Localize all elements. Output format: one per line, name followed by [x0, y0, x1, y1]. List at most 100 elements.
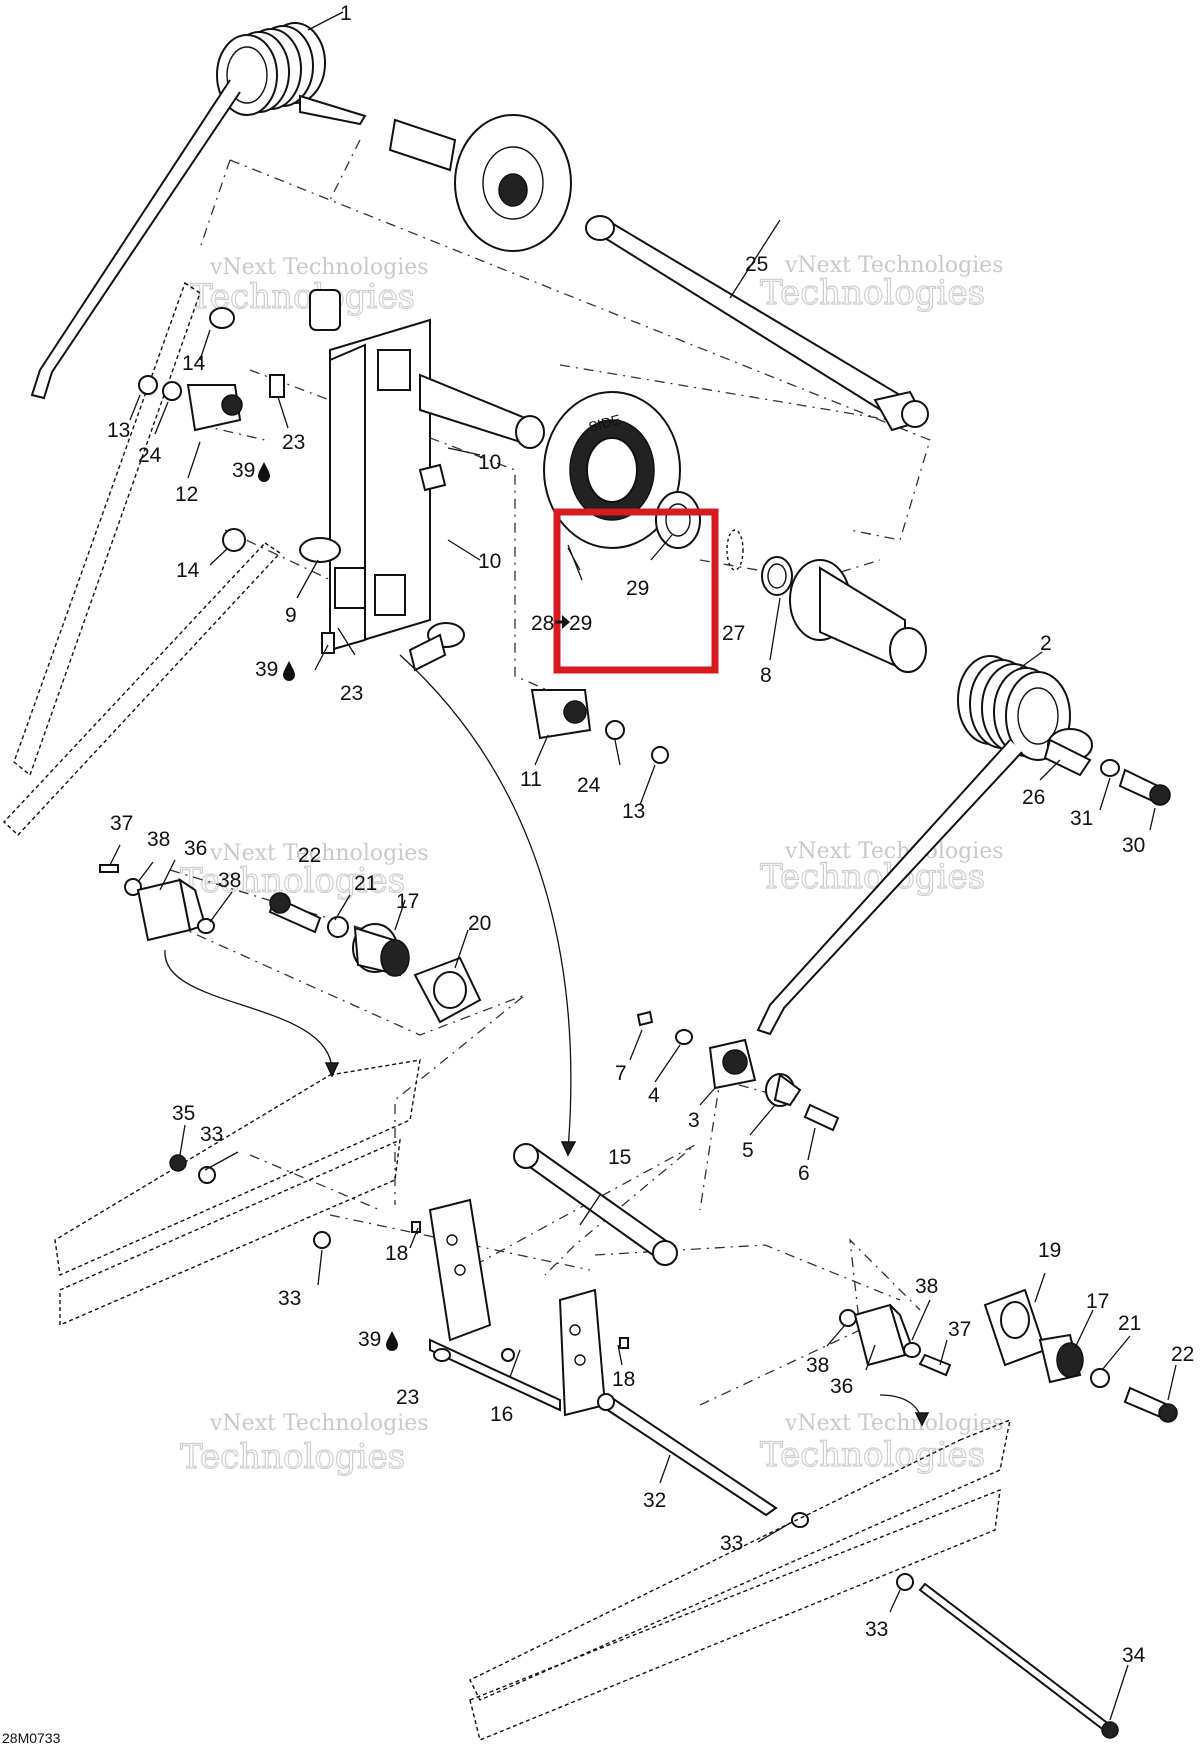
- watermark-text: vNext Technologies: [209, 1411, 429, 1436]
- cam-3-set: [636, 1010, 840, 1132]
- ring-27: [761, 556, 793, 596]
- callout-31: 31: [1070, 807, 1093, 830]
- callout-13-left: 13: [107, 419, 130, 442]
- callout-13-right: 13: [622, 800, 645, 823]
- callout-39-middle: 39: [255, 658, 278, 681]
- callout-39-upper: 39: [232, 459, 255, 482]
- highlight-box: [553, 508, 719, 674]
- center-arm: [299, 289, 545, 672]
- watermark-text: vNext Technologies: [784, 253, 1004, 278]
- shaft-25: [585, 215, 929, 432]
- callout-15: 15: [608, 1146, 631, 1169]
- callout-21-left: 21: [354, 872, 377, 895]
- callout-33-center: 33: [720, 1532, 743, 1555]
- callout-10-upper: 10: [478, 451, 501, 474]
- slide-rail-left: [3, 281, 282, 836]
- stopper-right: [839, 1303, 952, 1377]
- callout-8: 8: [760, 664, 772, 687]
- torsion-spring-left: [30, 22, 367, 400]
- callout-23-upper: 23: [282, 431, 305, 454]
- callout-36-right: 36: [830, 1375, 853, 1398]
- callout-34: 34: [1122, 1644, 1146, 1667]
- watermark-text: Technologies: [180, 861, 405, 901]
- callout-26: 26: [1022, 786, 1045, 809]
- oil-drop-icon: [283, 661, 295, 681]
- leader-lines: [109, 11, 1177, 1721]
- callout-27: 27: [722, 622, 745, 645]
- callout-33-right: 33: [865, 1618, 888, 1641]
- watermark-text: vNext Technologies: [784, 839, 1004, 864]
- callout-19: 19: [1038, 1239, 1061, 1262]
- callout-28: 28: [531, 612, 554, 635]
- upper-shaft: [388, 114, 572, 252]
- watermark-text: Technologies: [760, 1435, 985, 1475]
- callout-38-upper-left: 38: [147, 828, 170, 851]
- callout-labels: 1 2 3 4 5 6 7 8 9 10 10 11 12 13 13 14 1…: [107, 2, 1194, 1667]
- shaft-32: [597, 1393, 809, 1528]
- bolt-34: [896, 1573, 1119, 1739]
- callout-35: 35: [172, 1102, 195, 1125]
- callout-30: 30: [1122, 834, 1145, 857]
- callout-37-left: 37: [110, 812, 133, 835]
- callout-33-upper-left: 33: [200, 1123, 223, 1146]
- callout-17-right: 17: [1086, 1290, 1109, 1313]
- watermark-text: vNext Technologies: [209, 841, 429, 866]
- arrow-28-to-29: [555, 615, 570, 629]
- stopper-left: [99, 864, 215, 942]
- callout-11: 11: [520, 768, 542, 791]
- figure-code: 28M0733: [2, 1730, 61, 1746]
- watermark-text: vNext Technologies: [209, 255, 429, 280]
- callout-29: 29: [626, 577, 649, 600]
- callout-39-lower: 39: [358, 1328, 381, 1351]
- slide-rail-lower-left: [54, 1059, 421, 1327]
- oil-drop-icon: [258, 462, 270, 482]
- watermark-text: vNext Technologies: [784, 1411, 1004, 1436]
- callout-14-lower: 14: [176, 559, 200, 582]
- wheel-set-right: [983, 1288, 1178, 1423]
- callout-24-left: 24: [138, 444, 162, 467]
- slide-rail-lower-right: [469, 1418, 1011, 1741]
- callout-20: 20: [468, 912, 491, 935]
- callout-29-arrow: 29: [569, 612, 592, 635]
- callout-16: 16: [490, 1403, 513, 1426]
- callout-2: 2: [1040, 632, 1052, 655]
- callout-24-right: 24: [577, 774, 601, 797]
- callout-4: 4: [648, 1084, 660, 1107]
- callout-22-right: 22: [1171, 1343, 1194, 1366]
- callout-22-left: 22: [298, 844, 321, 867]
- shaft-15: [513, 1143, 678, 1266]
- callout-7: 7: [615, 1062, 627, 1085]
- torsion-spring-right: [756, 655, 1071, 1036]
- callout-3: 3: [688, 1109, 700, 1132]
- callout-37-right: 37: [948, 1318, 971, 1341]
- callout-32: 32: [643, 1489, 666, 1512]
- callout-23-middle: 23: [340, 682, 363, 705]
- assembly-lines: [169, 139, 931, 1406]
- bracket-16: [411, 1198, 629, 1417]
- callout-10-lower: 10: [478, 550, 501, 573]
- callout-5: 5: [742, 1139, 754, 1162]
- callout-12: 12: [175, 483, 198, 506]
- flow-arrows: [164, 654, 930, 1427]
- left-small-parts: [138, 307, 335, 654]
- callout-38-upper-right: 38: [915, 1275, 938, 1298]
- callout-17-left: 17: [396, 890, 419, 913]
- right-bolt-set: [1043, 728, 1171, 806]
- watermark-text: Technologies: [180, 1437, 405, 1477]
- callout-18-left: 18: [385, 1242, 408, 1265]
- callout-21-right: 21: [1118, 1312, 1141, 1335]
- callout-25: 25: [745, 253, 768, 276]
- callout-38-left: 38: [218, 869, 241, 892]
- oil-drop-icon: [386, 1331, 398, 1351]
- wheel-set-left: [268, 892, 482, 1024]
- callout-14-upper: 14: [182, 352, 206, 375]
- cam-11-set: [530, 689, 669, 764]
- callout-18-right: 18: [612, 1368, 635, 1391]
- callout-6: 6: [798, 1162, 810, 1185]
- watermark-text: Technologies: [760, 273, 985, 313]
- callout-38-right: 38: [806, 1354, 829, 1377]
- callout-1: 1: [340, 2, 352, 25]
- callout-23-lower: 23: [396, 1386, 419, 1409]
- callout-36-left: 36: [184, 837, 207, 860]
